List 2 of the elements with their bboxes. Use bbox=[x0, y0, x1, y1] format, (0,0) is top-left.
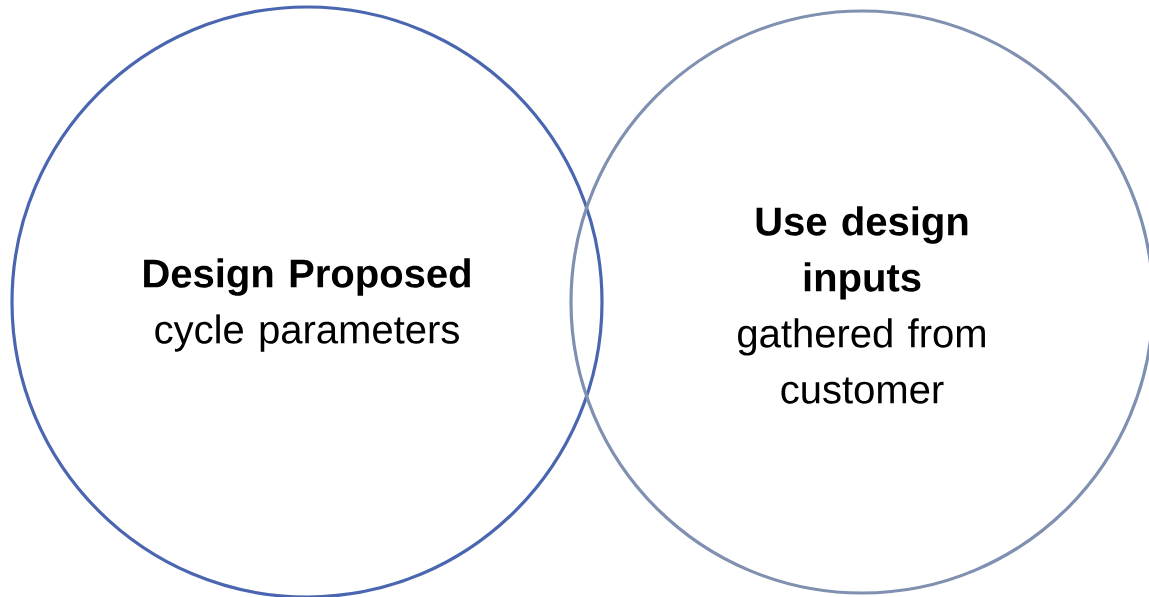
circle-text: gathered from customer bbox=[738, 318, 985, 404]
circle-text: Design Proposed cycle parameters bbox=[144, 258, 470, 352]
